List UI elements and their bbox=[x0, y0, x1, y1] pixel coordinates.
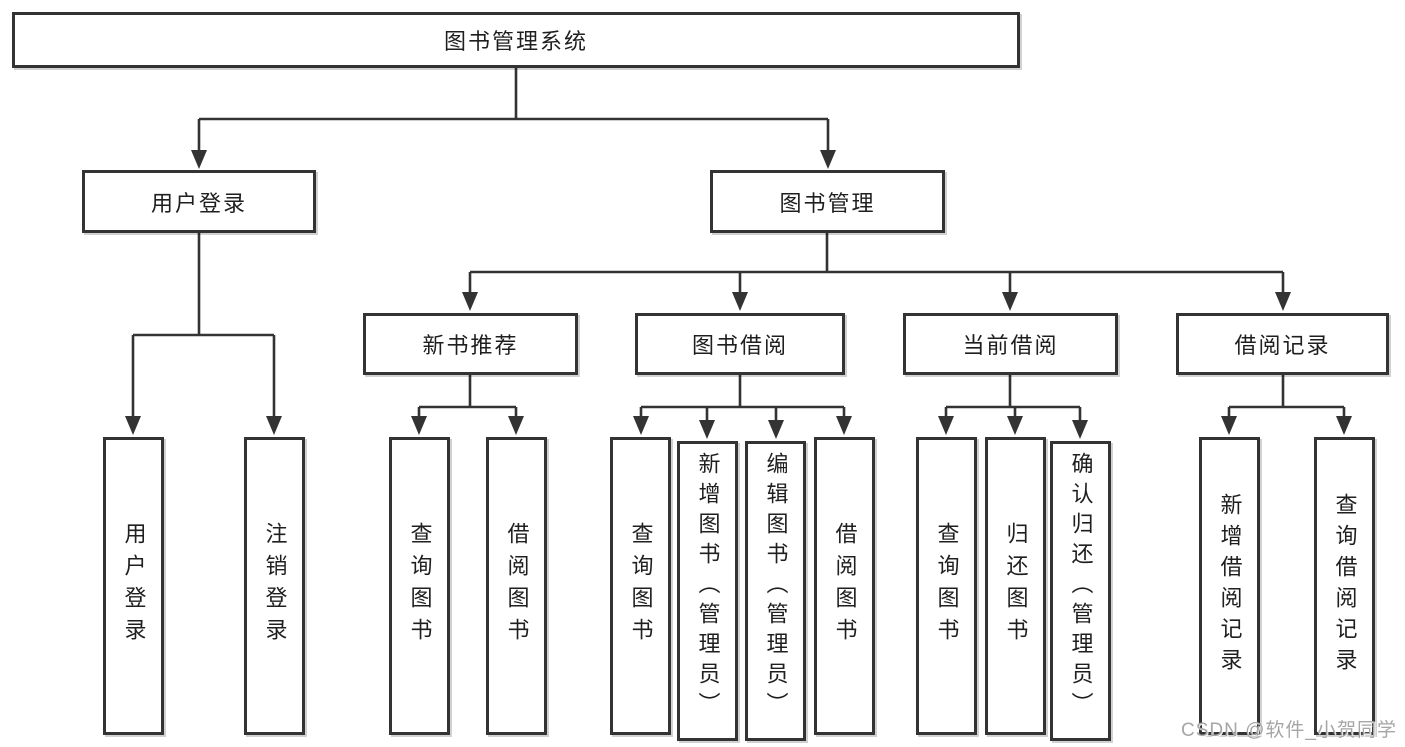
node-label: 新增图书（管理员） bbox=[695, 452, 721, 722]
node-label: 查询图书 bbox=[628, 522, 654, 650]
node-label: 查询图书 bbox=[407, 522, 433, 650]
leaf-query-books-borrow: 查询图书 bbox=[610, 437, 671, 735]
node-label: 借阅图书 bbox=[504, 522, 530, 650]
node-label: 借阅图书 bbox=[832, 522, 858, 650]
node-label: 新书推荐 bbox=[422, 333, 519, 358]
node-label: 用户登录 bbox=[121, 522, 147, 650]
node-library-management-system: 图书管理系统 bbox=[12, 12, 1020, 68]
leaf-query-books-recommend: 查询图书 bbox=[389, 437, 450, 735]
leaf-query-books-current: 查询图书 bbox=[916, 437, 977, 735]
connector-book-borrow-branch bbox=[633, 375, 852, 439]
node-label: 编辑图书（管理员） bbox=[763, 452, 789, 722]
connector-root-to-level2 bbox=[191, 68, 836, 169]
node-label: 查询图书 bbox=[934, 522, 960, 650]
node-book-borrow: 图书借阅 bbox=[635, 313, 845, 375]
node-borrow-record: 借阅记录 bbox=[1176, 313, 1389, 375]
leaf-add-borrow-record: 新增借阅记录 bbox=[1199, 437, 1260, 735]
connector-current-borrow-branch bbox=[938, 375, 1088, 439]
connector-borrow-record-branch bbox=[1221, 375, 1352, 435]
leaf-add-book-admin: 新增图书（管理员） bbox=[677, 441, 738, 741]
node-label: 当前借阅 bbox=[962, 333, 1059, 358]
node-label: 注销登录 bbox=[262, 522, 288, 650]
node-label: 归还图书 bbox=[1003, 522, 1029, 650]
leaf-borrow-books: 借阅图书 bbox=[814, 437, 875, 735]
leaf-user-login: 用户登录 bbox=[103, 437, 164, 735]
leaf-borrow-books-recommend: 借阅图书 bbox=[486, 437, 547, 735]
leaf-confirm-return-admin: 确认归还（管理员） bbox=[1050, 441, 1111, 741]
node-label: 图书管理系统 bbox=[443, 29, 588, 54]
connector-new-book-branch bbox=[411, 375, 524, 435]
leaf-edit-book-admin: 编辑图书（管理员） bbox=[745, 441, 806, 741]
node-new-book-recommend: 新书推荐 bbox=[363, 313, 578, 375]
connector-user-login-branch bbox=[125, 233, 282, 435]
leaf-logout: 注销登录 bbox=[244, 437, 305, 735]
node-label: 图书借阅 bbox=[691, 333, 788, 358]
connector-book-management-branch bbox=[462, 233, 1291, 311]
csdn-watermark: CSDN @软件_小贺同学 bbox=[1181, 720, 1397, 741]
node-book-management: 图书管理 bbox=[710, 170, 945, 233]
node-label: 新增借阅记录 bbox=[1217, 493, 1243, 679]
node-label: 借阅记录 bbox=[1234, 333, 1331, 358]
leaf-return-books: 归还图书 bbox=[985, 437, 1046, 735]
node-current-borrow: 当前借阅 bbox=[903, 313, 1118, 375]
node-user-login: 用户登录 bbox=[82, 170, 316, 233]
node-label: 查询借阅记录 bbox=[1332, 493, 1358, 679]
leaf-query-borrow-record: 查询借阅记录 bbox=[1314, 437, 1375, 735]
node-label: 确认归还（管理员） bbox=[1068, 452, 1094, 722]
node-label: 用户登录 bbox=[150, 190, 247, 216]
node-label: 图书管理 bbox=[779, 190, 876, 216]
